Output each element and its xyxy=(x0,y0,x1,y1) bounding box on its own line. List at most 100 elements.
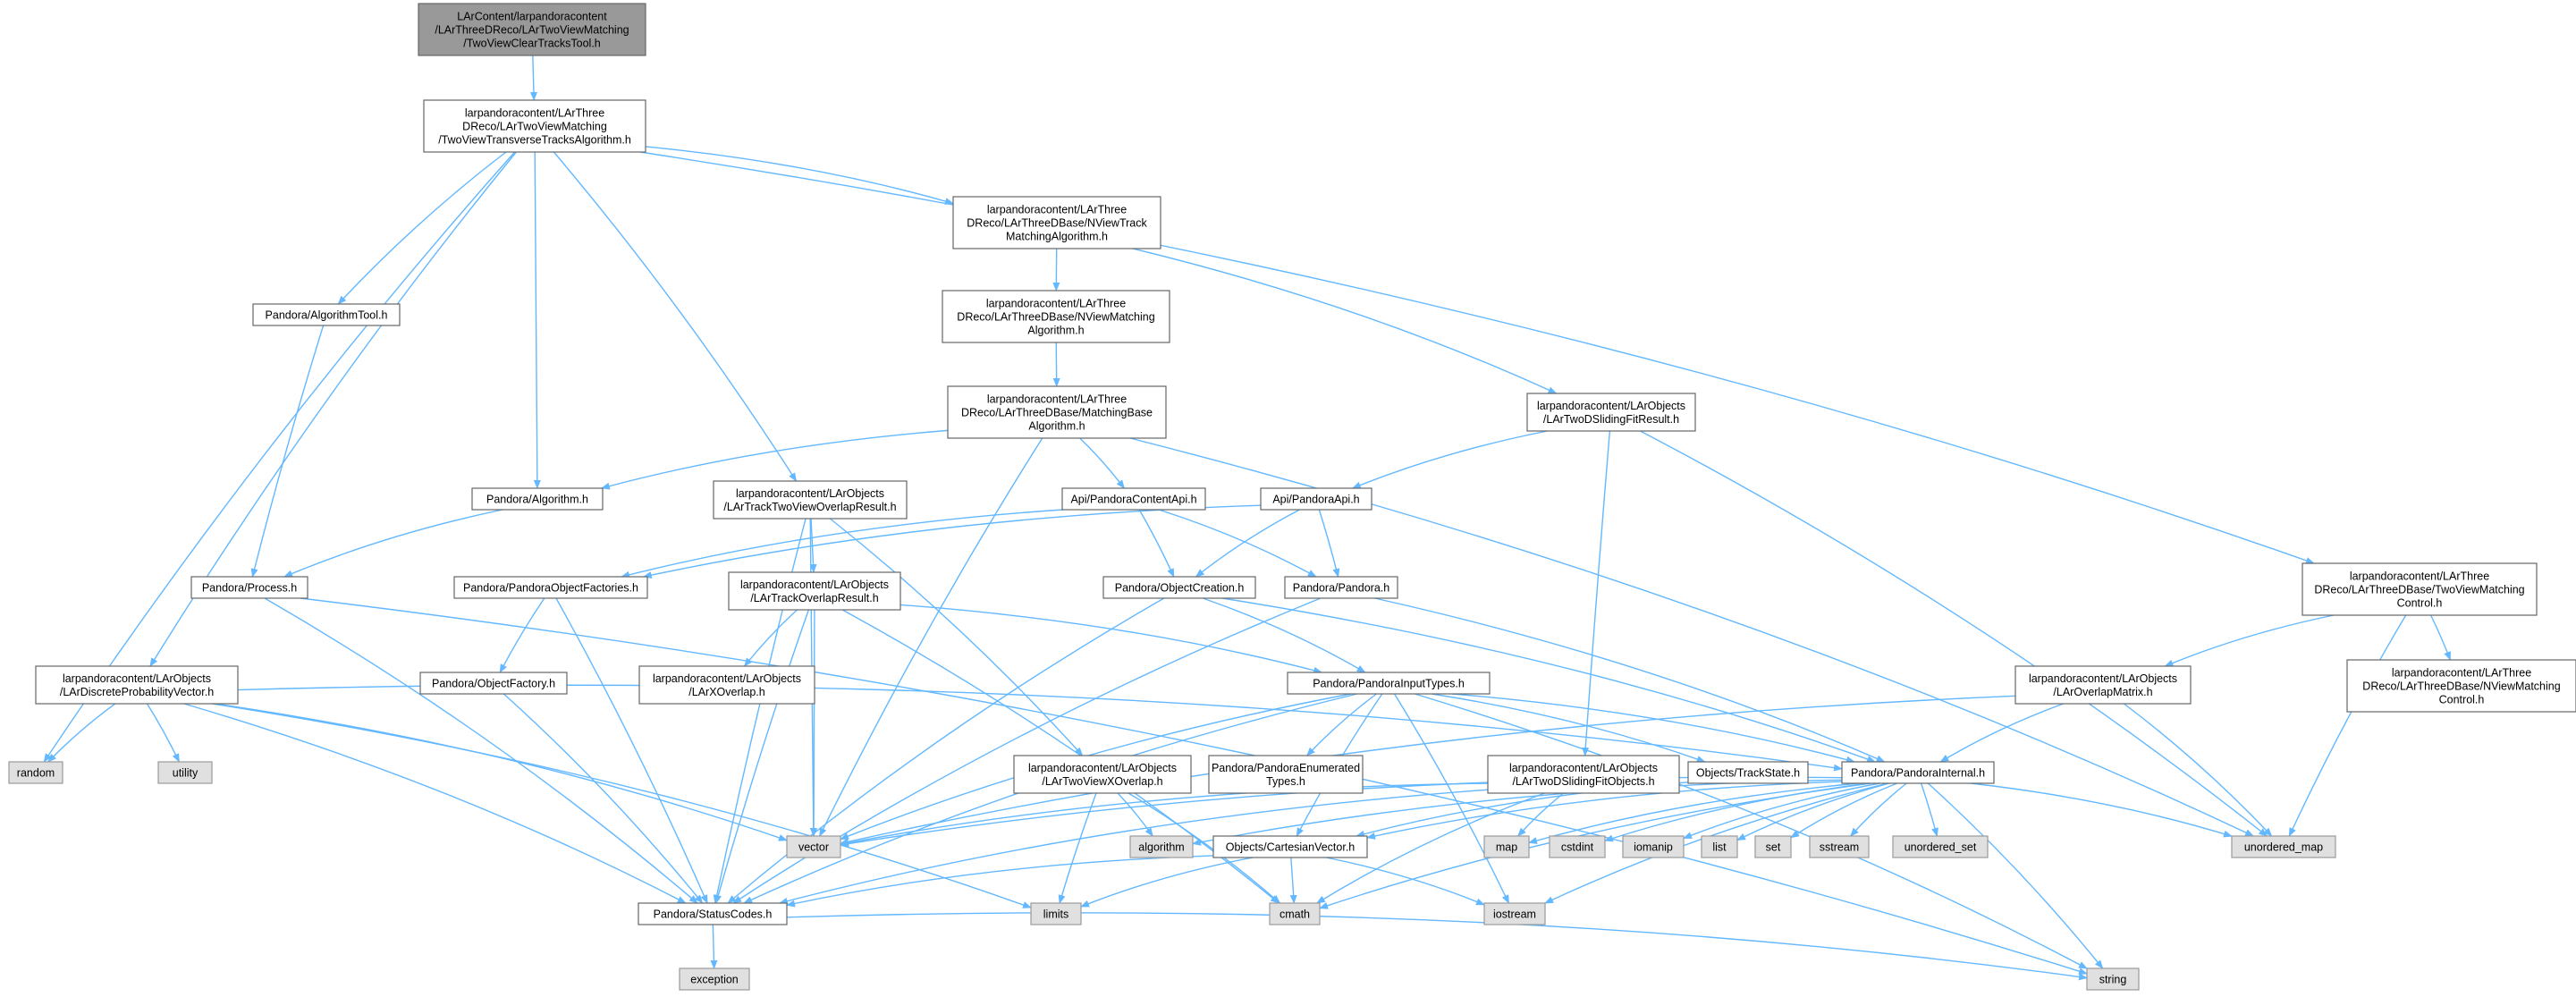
node-label-line: /LArTwoDSlidingFitResult.h xyxy=(1543,413,1679,426)
node-box xyxy=(2014,665,2192,705)
edge-tracktwoview-to-trackoverlap xyxy=(809,518,817,573)
edge-matchbase-to-contentapi xyxy=(1079,437,1125,489)
node-slidingres[interactable]: larpandoracontent/LArObjects/LArTwoDSlid… xyxy=(1526,393,1696,432)
node-label-line: Api/PandoraContentApi.h xyxy=(1070,494,1196,506)
edge-contentapi-to-objcreation xyxy=(1138,509,1175,578)
node-set: set xyxy=(1754,835,1792,858)
node-label-line: Objects/TrackState.h xyxy=(1696,767,1800,780)
node-slidingobjs[interactable]: larpandoracontent/LArObjects/LArTwoDSlid… xyxy=(1487,755,1680,794)
edge-discrete-to-statuscodes xyxy=(183,703,687,904)
node-matchbase[interactable]: larpandoracontent/LArThreeDReco/LArThree… xyxy=(947,385,1167,439)
node-label-line: sstream xyxy=(1820,841,1859,854)
node-trackstate[interactable]: Objects/TrackState.h xyxy=(1687,761,1809,784)
node-transverse[interactable]: larpandoracontent/LArThreeDReco/LArTwoVi… xyxy=(423,99,646,153)
node-nviewtrack[interactable]: larpandoracontent/LArThreeDReco/LArThree… xyxy=(952,196,1161,249)
node-iostream: iostream xyxy=(1483,902,1546,925)
node-overlapmatrix[interactable]: larpandoracontent/LArObjects/LArOverlapM… xyxy=(2014,665,2192,705)
node-inputtypes[interactable]: Pandora/PandoraInputTypes.h xyxy=(1287,672,1491,695)
edge-internal-to-iomanip xyxy=(1683,782,1880,840)
node-pandoraapi[interactable]: Api/PandoraApi.h xyxy=(1260,487,1372,511)
node-box xyxy=(190,576,308,599)
edge-objfactories-to-statuscodes xyxy=(555,597,708,904)
node-box xyxy=(1030,902,1082,925)
edge-root-to-transverse xyxy=(529,55,537,101)
node-label-line: /LArTrackOverlapResult.h xyxy=(750,592,878,604)
node-discrete[interactable]: larpandoracontent/LArObjects/LArDiscrete… xyxy=(35,665,239,705)
edge-objfactories-to-objfactory xyxy=(499,597,545,673)
edge-process-to-string xyxy=(300,597,2088,976)
node-larxoverlap[interactable]: larpandoracontent/LArObjects/LArXOverlap… xyxy=(638,665,815,705)
node-label-line: Pandora/PandoraInputTypes.h xyxy=(1313,678,1465,690)
node-box xyxy=(728,571,901,611)
node-box xyxy=(1483,835,1530,858)
node-tracktwoview[interactable]: larpandoracontent/LArObjects/LArTrackTwo… xyxy=(713,480,908,520)
edge-slidingres-to-slidingobjs xyxy=(1582,430,1611,756)
node-nviewmatch[interactable]: larpandoracontent/LArThreeDReco/LArThree… xyxy=(942,290,1170,343)
node-label-line: larpandoracontent/LArThree xyxy=(465,107,604,120)
node-map: map xyxy=(1483,835,1530,858)
node-label-line: Pandora/PandoraObjectFactories.h xyxy=(463,582,638,595)
edge-transverse-to-algorithm xyxy=(533,151,541,489)
node-label-line: Pandora/PandoraEnumerated xyxy=(1212,762,1360,774)
node-box xyxy=(2231,835,2336,858)
node-label-line: exception xyxy=(690,974,739,986)
edge-slidingobjs-to-vector xyxy=(840,782,1489,847)
node-trackoverlap[interactable]: larpandoracontent/LArObjects/LArTrackOve… xyxy=(728,571,901,611)
node-process[interactable]: Pandora/Process.h xyxy=(190,576,308,599)
edge-matchbase-to-unordmap xyxy=(1129,437,2255,837)
node-cartesian[interactable]: Objects/CartesianVector.h xyxy=(1212,835,1368,858)
edge-overlapmatrix-to-internal xyxy=(1939,703,2064,763)
node-label-line: Control.h xyxy=(2439,694,2485,706)
node-box xyxy=(1809,835,1870,858)
edge-trackoverlap-to-vector xyxy=(810,609,818,837)
node-label-line: utility xyxy=(173,767,198,780)
node-twoviewxoverlap[interactable]: larpandoracontent/LArObjects/LArTwoViewX… xyxy=(1013,755,1192,794)
node-label-line: larpandoracontent/LArObjects xyxy=(1509,762,1658,774)
edge-inputtypes-to-string xyxy=(1415,693,2088,969)
edge-objcreation-to-statuscodes xyxy=(727,597,1165,904)
node-box xyxy=(1687,761,1809,784)
node-box xyxy=(1483,902,1546,925)
node-twoviewctrl[interactable]: larpandoracontent/LArThreeDReco/LArThree… xyxy=(2302,562,2538,616)
node-objcreation[interactable]: Pandora/ObjectCreation.h xyxy=(1102,576,1256,599)
edge-process-to-statuscodes xyxy=(264,597,698,904)
node-label-line: larpandoracontent/LArObjects xyxy=(1537,400,1685,412)
edge-internal-to-unordset xyxy=(1920,782,1938,837)
node-random: random xyxy=(8,761,63,784)
node-statuscodes[interactable]: Pandora/StatusCodes.h xyxy=(638,902,788,925)
file-nodes: LArContent/larpandoracontent/LArThreeDRe… xyxy=(8,3,2576,991)
node-nviewctrl[interactable]: larpandoracontent/LArThreeDReco/LArThree… xyxy=(2346,659,2576,713)
node-algorithm[interactable]: Pandora/Algorithm.h xyxy=(471,487,604,511)
node-label-line: larpandoracontent/LArThree xyxy=(2392,667,2531,680)
node-algtool[interactable]: Pandora/AlgorithmTool.h xyxy=(252,303,401,326)
edge-contentapi-to-objfactories xyxy=(621,509,1064,579)
edge-trackoverlap-to-larxoverlap xyxy=(743,609,798,667)
node-pandora[interactable]: Pandora/Pandora.h xyxy=(1284,576,1398,599)
node-root[interactable]: LArContent/larpandoracontent/LArThreeDRe… xyxy=(418,3,646,56)
edge-discrete-to-vector xyxy=(215,703,788,841)
node-label-line: Types.h xyxy=(1266,775,1305,788)
node-label-line: set xyxy=(1766,841,1781,854)
node-label-line: Pandora/ObjectCreation.h xyxy=(1115,582,1245,595)
node-objfactory[interactable]: Pandora/ObjectFactory.h xyxy=(419,672,568,695)
node-limits: limits xyxy=(1030,902,1082,925)
edge-matchbase-to-algorithm xyxy=(600,429,949,490)
node-label-line: Pandora/Process.h xyxy=(202,582,297,595)
node-box xyxy=(35,665,239,705)
node-label-line: /TwoViewClearTracksTool.h xyxy=(463,38,601,50)
node-unordmap: unordered_map xyxy=(2231,835,2336,858)
edge-trackoverlap-to-inputtypes xyxy=(899,604,1323,674)
node-box xyxy=(419,672,568,695)
node-box xyxy=(952,196,1161,249)
node-label-line: random xyxy=(17,767,55,780)
edge-contentapi-to-pandora xyxy=(1158,509,1317,578)
node-internal[interactable]: Pandora/PandoraInternal.h xyxy=(1841,761,1995,784)
node-label-line: /LArXOverlap.h xyxy=(688,686,765,698)
node-objfactories[interactable]: Pandora/PandoraObjectFactories.h xyxy=(453,576,648,599)
node-contentapi[interactable]: Api/PandoraContentApi.h xyxy=(1061,487,1206,511)
node-label-line: Control.h xyxy=(2397,597,2443,610)
node-box xyxy=(1212,835,1368,858)
node-label-line: cmath xyxy=(1280,908,1310,921)
node-label-line: Objects/CartesianVector.h xyxy=(1226,841,1356,854)
